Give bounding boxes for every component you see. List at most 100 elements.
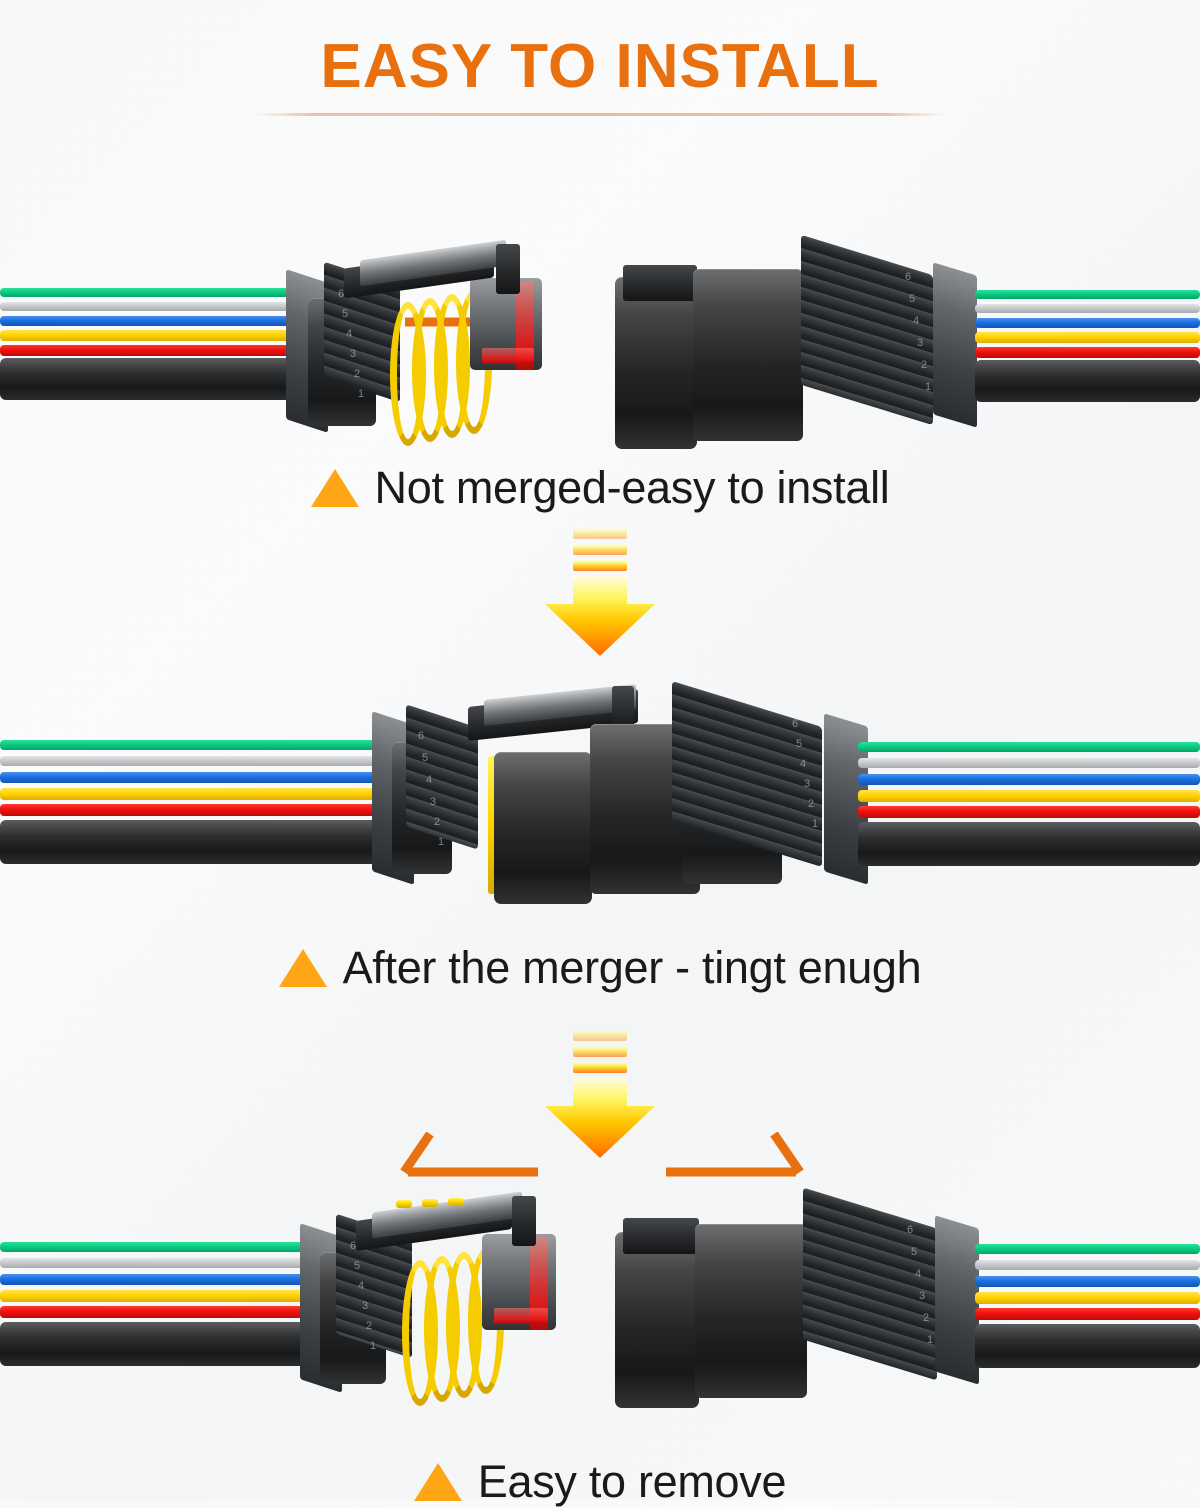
- pin-number: 1: [438, 836, 445, 848]
- wire-red: [0, 345, 330, 356]
- wire-blue: [0, 772, 420, 783]
- wire-black-jacket: [0, 1322, 340, 1366]
- pin-number: 2: [808, 798, 815, 810]
- connector-male-right-1[interactable]: 6 5 4 3 2 1: [615, 234, 1015, 555]
- connector-red-marker: [530, 1238, 548, 1330]
- pin-number: 1: [812, 818, 819, 830]
- wire-green: [0, 740, 420, 750]
- plug-body: [695, 1224, 807, 1398]
- pin-number: 5: [354, 1260, 361, 1272]
- wire-yellow: [858, 790, 1200, 802]
- pin-number: 4: [358, 1280, 365, 1292]
- plug-front-cap: [615, 1232, 699, 1408]
- plug-rear-flange: [933, 262, 977, 428]
- lever-tip: [612, 686, 634, 734]
- connector-lever-tip: [512, 1196, 536, 1246]
- plug-latch-tab: [623, 1218, 699, 1254]
- caption-remove: Easy to remove: [0, 1456, 1200, 1508]
- title-underline: [256, 113, 944, 117]
- connector-male-right-3[interactable]: 6 5 4 3 2 1: [615, 1187, 1015, 1506]
- wire-red: [0, 804, 420, 816]
- pin-number: 4: [800, 758, 807, 770]
- caption-merged: After the merger - tingt enugh: [0, 942, 1200, 994]
- wire-blue: [0, 1274, 340, 1285]
- page-header: EASY TO INSTALL: [0, 32, 1200, 117]
- pin-number: 6: [907, 1224, 914, 1236]
- pin-number: 2: [921, 359, 928, 371]
- wire-bundle-left-2: [0, 740, 420, 864]
- wire-black-jacket: [0, 820, 420, 864]
- wire-black-jacket: [975, 1324, 1200, 1368]
- pin-number: 6: [905, 271, 912, 283]
- panel-remove: 6 5 4 3 2 1 6 5 4 3 2 1: [0, 1120, 1200, 1507]
- caption-unmerged: Not merged-easy to install: [0, 462, 1200, 514]
- pin-number: 3: [917, 337, 924, 349]
- pin-number: 3: [804, 778, 811, 790]
- wire-green: [975, 290, 1200, 299]
- pin-number: 6: [792, 718, 799, 730]
- wire-blue: [975, 318, 1200, 328]
- panel-unmerged: 6 5 4 3 2 1 6 5 4 3 2 1: [0, 140, 1200, 530]
- wire-black-jacket: [858, 822, 1200, 866]
- pin-number: 5: [422, 752, 429, 764]
- wire-green: [0, 1242, 340, 1252]
- lever-seal-dot: [396, 1200, 412, 1208]
- wire-green: [975, 1244, 1200, 1254]
- lever-seal-dot: [448, 1198, 464, 1206]
- corner-arrow-right-outward: [666, 1132, 804, 1177]
- wire-blue: [0, 316, 330, 326]
- wire-blue: [858, 774, 1200, 785]
- plug-pin-ribs: [803, 1187, 937, 1381]
- wire-red: [858, 806, 1200, 818]
- down-arrow-2-icon: [545, 1030, 655, 1158]
- wire-white: [975, 304, 1200, 313]
- pin-number: 2: [923, 1312, 930, 1324]
- pin-number: 6: [418, 730, 425, 742]
- connector-mated-pair[interactable]: 6 5 4 3 2 1 6 5 4 3 2 1: [372, 681, 912, 930]
- bullet-triangle-icon: [278, 949, 327, 987]
- socket-seal: [488, 756, 496, 894]
- plug-latch-tab: [623, 265, 697, 301]
- wire-blue: [975, 1276, 1200, 1287]
- pin-number: 1: [925, 381, 932, 393]
- connector-female-left-1[interactable]: 6 5 4 3 2 1: [286, 239, 556, 540]
- connector-lever-tip: [496, 244, 520, 294]
- pin-number: 6: [350, 1240, 357, 1252]
- pin-number: 3: [362, 1300, 369, 1312]
- pin-number: 5: [796, 738, 803, 750]
- pin-number: 1: [927, 1334, 934, 1346]
- caption-text: After the merger - tingt enugh: [342, 942, 922, 993]
- wire-white: [0, 1258, 340, 1268]
- wire-white: [975, 1260, 1200, 1270]
- wire-bundle-right-2: [858, 742, 1200, 866]
- pin-number: 6: [338, 288, 345, 300]
- socket-collar: [494, 752, 592, 904]
- wire-red: [0, 1306, 340, 1318]
- pin-number: 1: [358, 388, 365, 400]
- connector-red-marker: [482, 348, 534, 364]
- plug-body: [693, 269, 803, 441]
- connector-red-marker: [494, 1308, 548, 1324]
- pin-number: 1: [370, 1340, 377, 1352]
- wire-bundle-right-3: [975, 1244, 1200, 1368]
- wire-red: [975, 1308, 1200, 1320]
- wire-yellow: [975, 1292, 1200, 1304]
- plug-pin-ribs: [801, 234, 933, 426]
- wire-white: [858, 758, 1200, 768]
- pin-number: 4: [913, 315, 920, 327]
- wire-white: [0, 756, 420, 766]
- plug-front-cap: [615, 277, 697, 449]
- wire-black-jacket: [975, 360, 1200, 402]
- pin-number: 3: [350, 348, 357, 360]
- plug-rear-flange: [935, 1215, 979, 1385]
- wire-yellow: [975, 332, 1200, 343]
- wire-bundle-right-1: [975, 290, 1200, 402]
- wire-bundle-left-1: [0, 288, 330, 400]
- panel-merged: 6 5 4 3 2 1 6 5 4 3 2 1 After: [0, 680, 1200, 1000]
- wire-yellow: [0, 788, 420, 800]
- wire-bundle-left-3: [0, 1242, 340, 1366]
- caption-text: Easy to remove: [477, 1456, 787, 1507]
- pin-number: 2: [434, 816, 441, 828]
- page-title: EASY TO INSTALL: [320, 32, 880, 101]
- connector-female-left-3[interactable]: 6 5 4 3 2 1: [300, 1191, 570, 1500]
